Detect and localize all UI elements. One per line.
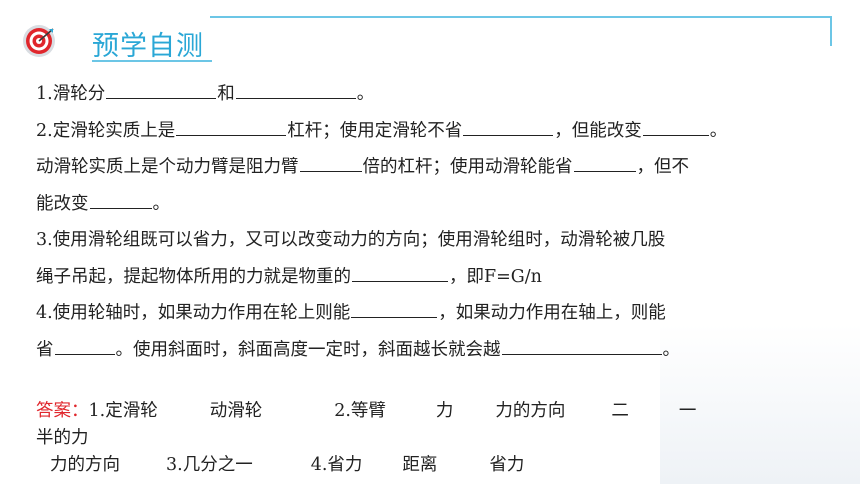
answer-blank[interactable] [501, 332, 662, 355]
target-icon [23, 25, 55, 57]
answer-item: 3.几分之一 [166, 455, 253, 475]
answer-blank[interactable] [89, 186, 152, 209]
question-4-line-1: 4.使用轮轴时，如果动力作用在轮上则能 ，如果动力作用在轴上，则能 [36, 295, 826, 332]
question-text: 绳子吊起，提起物体所用的力就是物重的 [36, 266, 351, 287]
question-1: 1.滑轮分 和 。 [36, 76, 826, 113]
question-text: 1.滑轮分 [36, 84, 106, 104]
question-text: 。 [662, 339, 681, 360]
question-2-line-2: 动滑轮实质上是个动力臂是阻力臂 倍的杠杆；使用动滑轮能省 ，但不 [36, 149, 826, 186]
question-2-line-1: 2.定滑轮实质上是 杠杆；使用定滑轮不省 ，但能改变 。 [36, 113, 826, 150]
question-text: ，但不 [636, 157, 690, 177]
answer-blank[interactable] [106, 76, 217, 99]
question-text: 。 [709, 120, 728, 141]
question-text: 倍的杠杆；使用动滑轮能省 [362, 157, 573, 177]
answer-item: 一 [678, 401, 697, 421]
question-list: 1.滑轮分和。 2.定滑轮实质上是杠杆；使用定滑轮不省，但能改变。 动滑轮实质上… [36, 76, 826, 368]
answer-line-1: 答案：1.定滑轮 动滑轮 2.等臂 力 力的方向 二 一 [36, 398, 826, 425]
question-text: ，但能改变 [554, 120, 642, 141]
answer-item: 1.定滑轮 [88, 401, 158, 421]
answer-label: 答案： [36, 401, 89, 421]
section-header: 预学自测 [20, 18, 840, 62]
background-decoration [660, 324, 860, 484]
question-text: 。 [152, 193, 171, 214]
title-underline [92, 60, 212, 62]
question-text: 动滑轮实质上是个动力臂是阻力臂 [36, 157, 299, 177]
question-text: 2.定滑轮实质上是 [36, 120, 176, 141]
answer-item: 4.省力 [310, 455, 363, 475]
answer-item: 距离 [402, 455, 438, 475]
answer-blank[interactable] [573, 149, 636, 172]
question-text: 3.使用滑轮组既可以省力，又可以改变动力的方向；使用滑轮组时，动滑轮被几股 [36, 230, 666, 250]
question-text: 能改变 [36, 193, 89, 214]
answer-item: 力 [435, 401, 454, 421]
answer-blank[interactable] [176, 113, 287, 136]
answer-blank[interactable] [642, 113, 709, 136]
answer-item: 二 [611, 401, 629, 421]
answer-line-3: 力的方向 3.几分之一 4.省力 距离 省力 [36, 452, 826, 479]
answer-item: 半的力 [36, 428, 89, 448]
header-frame-corner [830, 16, 832, 46]
question-3-line-2: 绳子吊起，提起物体所用的力就是物重的 ，即F=G/n [36, 259, 826, 296]
question-2-line-3: 能改变 。 [36, 186, 826, 223]
answer-item: 力的方向 [50, 455, 120, 475]
answer-item: 动滑轮 [209, 401, 263, 421]
answer-blank[interactable] [54, 332, 115, 355]
answer-item: 省力 [489, 455, 525, 475]
answer-blank[interactable] [463, 113, 554, 136]
answer-blank[interactable] [235, 76, 356, 99]
question-text: ，如果动力作用在轴上，则能 [438, 303, 666, 323]
question-text: 杠杆；使用定滑轮不省 [287, 120, 463, 141]
header-frame-line [210, 16, 830, 18]
question-text: 和 [217, 84, 235, 104]
question-text: 省 [36, 339, 54, 360]
question-text: 。 [356, 84, 375, 104]
question-text: 4.使用轮轴时，如果动力作用在轮上则能 [36, 303, 351, 323]
answer-blank[interactable] [299, 149, 362, 172]
question-3-line-1: 3.使用滑轮组既可以省力，又可以改变动力的方向；使用滑轮组时，动滑轮被几股 [36, 222, 826, 259]
answer-blank[interactable] [351, 295, 438, 318]
answer-line-2: 半的力 [36, 425, 826, 452]
answer-item: 2.等臂 [334, 401, 386, 421]
answer-item: 力的方向 [495, 401, 566, 421]
question-4-line-2: 省 。使用斜面时，斜面高度一定时，斜面越长就会越 。 [36, 332, 826, 369]
question-text: ，即F=G/n [449, 266, 542, 287]
answer-blank[interactable] [352, 259, 448, 282]
question-text: 。使用斜面时，斜面高度一定时，斜面越长就会越 [115, 339, 501, 360]
page-title: 预学自测 [92, 31, 204, 62]
